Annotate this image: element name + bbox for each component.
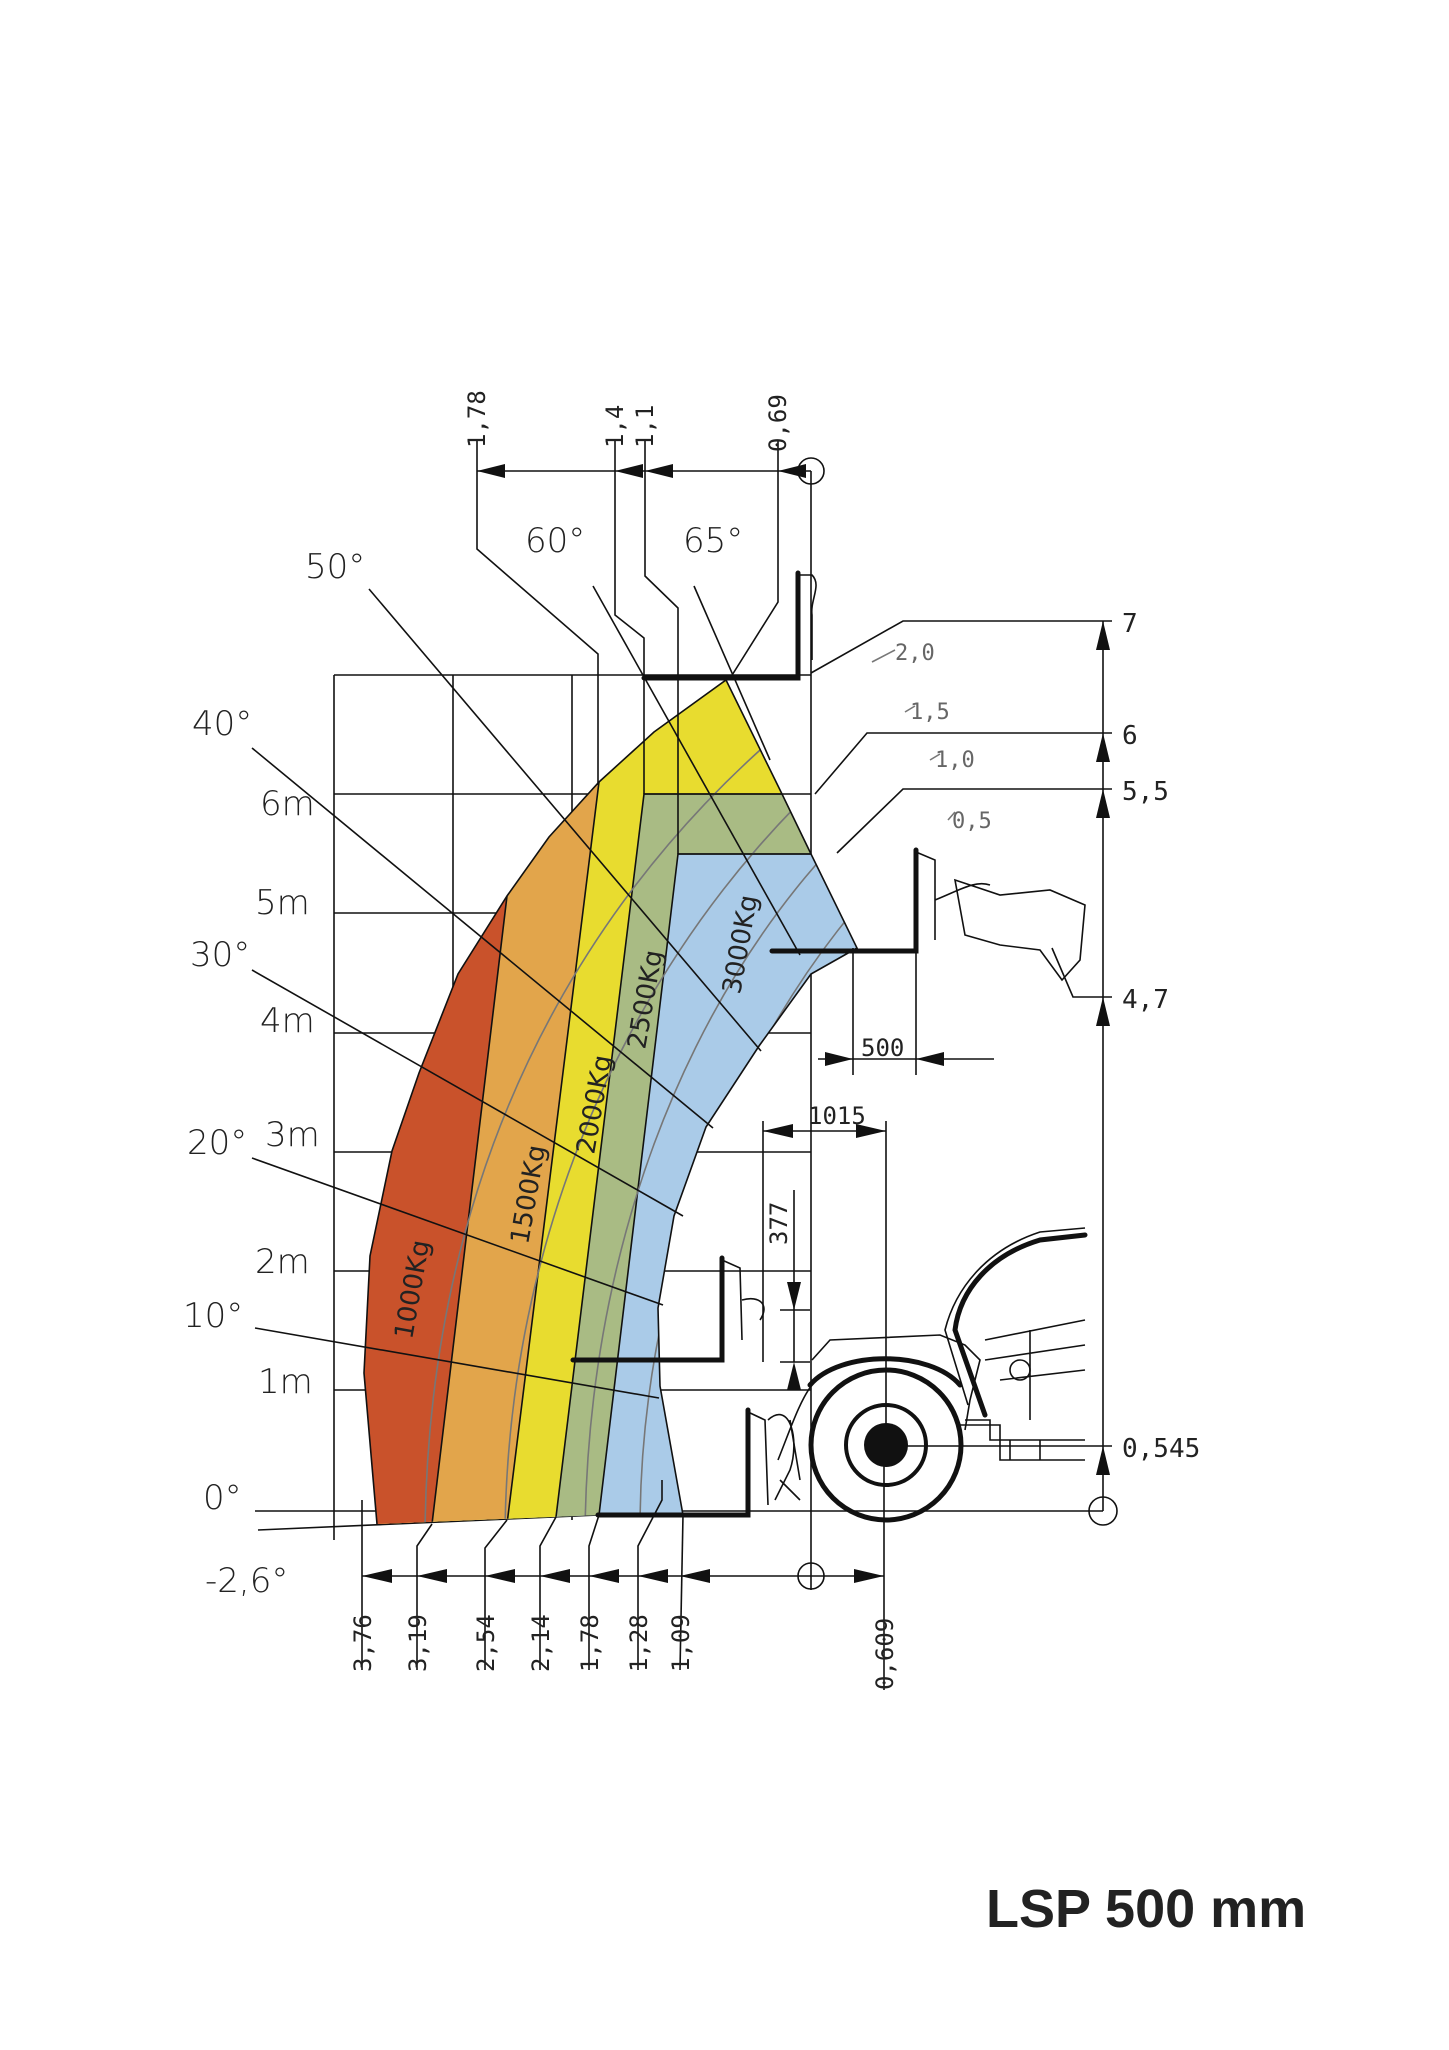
reach-top-0-69: 0,69	[764, 394, 792, 452]
height-4-7: 4,7	[1122, 985, 1169, 1015]
reach-bottom-3-19: 3,19	[404, 1614, 432, 1672]
meter-1: 1m	[258, 1362, 313, 1402]
height-7: 7	[1122, 609, 1138, 639]
reach-bottom-2-54: 2,54	[472, 1614, 500, 1672]
dimension-377: 377	[765, 1202, 793, 1245]
top-reach-dimensions: 1,78 1,4 1,1 0,69	[463, 390, 825, 854]
reach-bottom-1-78: 1,78	[576, 1614, 604, 1672]
height-0-545: 0,545	[1122, 1434, 1200, 1464]
reach-bottom-0-609: 0,609	[871, 1618, 899, 1690]
meter-4: 4m	[260, 1001, 315, 1041]
model-title: LSP 500 mm	[986, 1879, 1307, 1939]
reach-top-1-1: 1,1	[631, 405, 659, 448]
reach-bottom-1-09: 1,09	[667, 1614, 695, 1672]
zone-1000kg	[364, 680, 508, 1524]
height-6: 6	[1122, 721, 1138, 751]
angle-20: 20°	[187, 1123, 247, 1163]
dimension-1015: 1015	[808, 1102, 866, 1130]
meter-3: 3m	[265, 1115, 320, 1155]
boom-angle-lines	[251, 585, 801, 1399]
meter-6: 6m	[260, 784, 315, 824]
angle-minus-2-6: -2,6°	[205, 1561, 288, 1601]
reach-bottom-2-14: 2,14	[527, 1614, 555, 1672]
angle-0: 0°	[203, 1478, 242, 1518]
reach-top-1-78: 1,78	[463, 390, 491, 448]
meter-2: 2m	[255, 1242, 310, 1282]
reach-bottom-3-76: 3,76	[349, 1614, 377, 1672]
height-dimensions: 7 6 5,5 4,7 0,545	[810, 609, 1200, 1526]
angle-30: 30°	[190, 935, 250, 975]
angle-65: 65°	[683, 521, 743, 561]
angle-40: 40°	[192, 704, 252, 744]
dimension-500: 500	[861, 1034, 904, 1062]
load-center-2-0: 2,0	[895, 641, 935, 666]
attachment-dimensions: 500 1015 377	[762, 948, 994, 1445]
angle-10: 10°	[183, 1296, 243, 1336]
load-center-1-0: 1,0	[935, 748, 975, 773]
angle-60: 60°	[525, 521, 585, 561]
height-5-5: 5,5	[1122, 777, 1169, 807]
fork-carriages	[570, 570, 1086, 1518]
telehandler-machine	[777, 1227, 1088, 1523]
load-center-labels: 2,0 1,5 1,0 0,5	[895, 641, 992, 834]
meter-labels: 6m 5m 4m 3m 2m 1m	[255, 784, 320, 1402]
load-center-0-5: 0,5	[952, 809, 992, 834]
reach-bottom-1-28: 1,28	[625, 1614, 653, 1672]
reach-top-1-4: 1,4	[601, 405, 629, 448]
angle-50: 50°	[305, 547, 365, 587]
load-center-1-5: 1,5	[910, 700, 950, 725]
angle-labels: 50° 60° 65° 40° 30° 20° 10° 0° -2,6°	[183, 521, 743, 1601]
meter-5: 5m	[255, 883, 310, 923]
